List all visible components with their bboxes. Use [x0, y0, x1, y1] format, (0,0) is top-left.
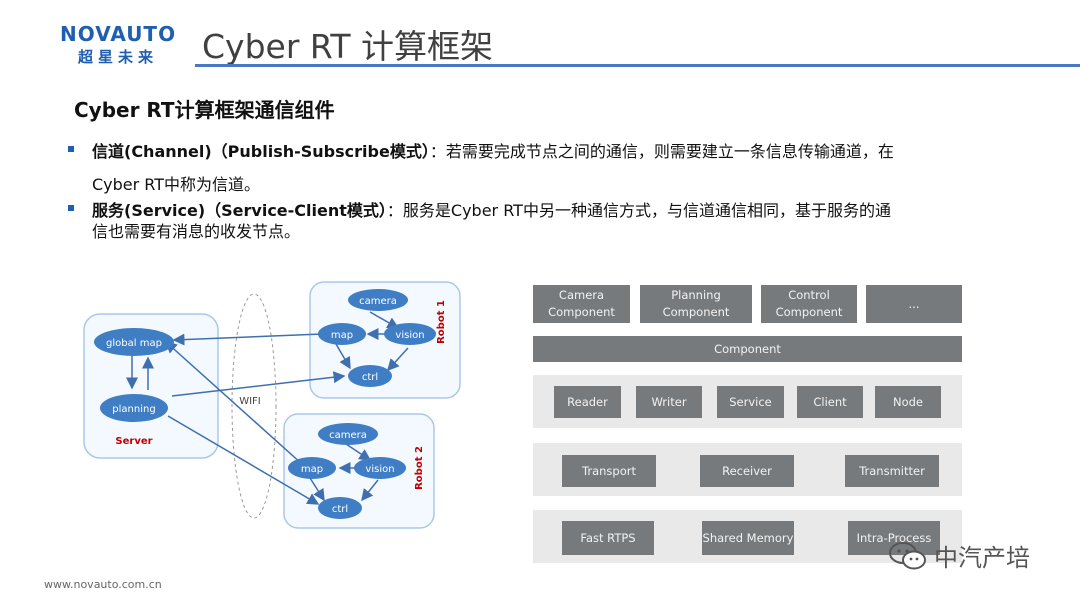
wechat-icon: [889, 541, 926, 569]
node-robot2-camera-label: camera: [329, 430, 367, 441]
arch-client: Client: [797, 386, 863, 418]
node-robot1-map: [318, 323, 366, 345]
arch-shared-memory: Shared Memory: [702, 521, 794, 555]
arch-transmitter: Transmitter: [845, 455, 939, 487]
watermark: 中汽产培: [888, 538, 1030, 573]
node-robot1-camera-label: camera: [359, 296, 397, 307]
bullet-service-title: 服务(Service)（Service-Client模式）: [92, 201, 387, 220]
bullet-channel-title: 信道(Channel)（Publish-Subscribe模式）: [92, 142, 430, 161]
node-global-map: [94, 328, 174, 356]
page-title: Cyber RT 计算框架: [202, 27, 494, 66]
bullet-service-text: ：服务是Cyber RT中另一种通信方式，与信道通信相同，基于服务的通: [386, 201, 891, 220]
node-robot2-map-label: map: [301, 464, 323, 475]
robot1-label: Robot 1: [436, 300, 447, 344]
arch-reader: Reader: [554, 386, 621, 418]
wifi-ellipse: [231, 293, 277, 519]
arch-service: Service: [717, 386, 784, 418]
section-title: Cyber RT计算框架通信组件: [74, 98, 335, 122]
node-robot1-camera: [348, 289, 408, 311]
server-label: Server: [115, 436, 152, 447]
node-robot2-vision: [354, 457, 406, 479]
bullet-channel-text: ：若需要完成节点之间的通信，则需要建立一条信息传输通道，在: [429, 142, 894, 161]
bullet-channel-line2: Cyber RT中称为信道。: [92, 175, 261, 194]
node-robot1-map-label: map: [331, 330, 353, 341]
node-robot2-map: [288, 457, 336, 479]
bullet-channel-line1: 信道(Channel)（Publish-Subscribe模式）：若需要完成节点…: [92, 138, 894, 162]
logo-text: NOVAUTO: [60, 22, 177, 46]
node-robot2-ctrl-label: ctrl: [332, 504, 348, 515]
node-robot1-ctrl-label: ctrl: [362, 372, 378, 383]
robot2-label: Robot 2: [414, 446, 425, 490]
logo-subtext: 超星未来: [78, 48, 159, 66]
node-planning-label: planning: [112, 404, 155, 415]
arch-intra-process: Intra-Process: [848, 521, 940, 555]
bullet-service-line1: 服务(Service)（Service-Client模式）：服务是Cyber R…: [92, 197, 891, 221]
arch-control-component: Control Component: [761, 285, 857, 323]
node-robot1-vision: [384, 323, 436, 345]
arch-more-components: ...: [866, 285, 962, 323]
channel-network-diagram: global map planning Server WIFI camera m…: [83, 281, 461, 529]
arch-component-bar: Component: [533, 336, 962, 362]
arch-node: Node: [875, 386, 941, 418]
node-robot2-camera: [318, 423, 378, 445]
node-planning: [100, 394, 168, 422]
arch-transport: Transport: [562, 455, 656, 487]
arch-camera-component: Camera Component: [533, 285, 630, 323]
bullet-service-line2: 信也需要有消息的收发节点。: [92, 222, 301, 241]
arch-receiver: Receiver: [700, 455, 794, 487]
wifi-label: WIFI: [239, 396, 261, 407]
arch-planning-component: Planning Component: [640, 285, 752, 323]
arch-fast-rtps: Fast RTPS: [562, 521, 654, 555]
bullet-marker: [68, 146, 74, 152]
node-robot1-ctrl: [348, 365, 392, 387]
node-robot1-vision-label: vision: [395, 330, 424, 341]
arch-writer: Writer: [636, 386, 702, 418]
node-global-map-label: global map: [106, 338, 162, 349]
watermark-text: 中汽产培: [934, 544, 1030, 572]
node-robot2-vision-label: vision: [365, 464, 394, 475]
node-robot2-ctrl: [318, 497, 362, 519]
title-underline: [195, 64, 1080, 67]
bullet-marker: [68, 205, 74, 211]
footer-url: www.novauto.com.cn: [44, 578, 162, 591]
